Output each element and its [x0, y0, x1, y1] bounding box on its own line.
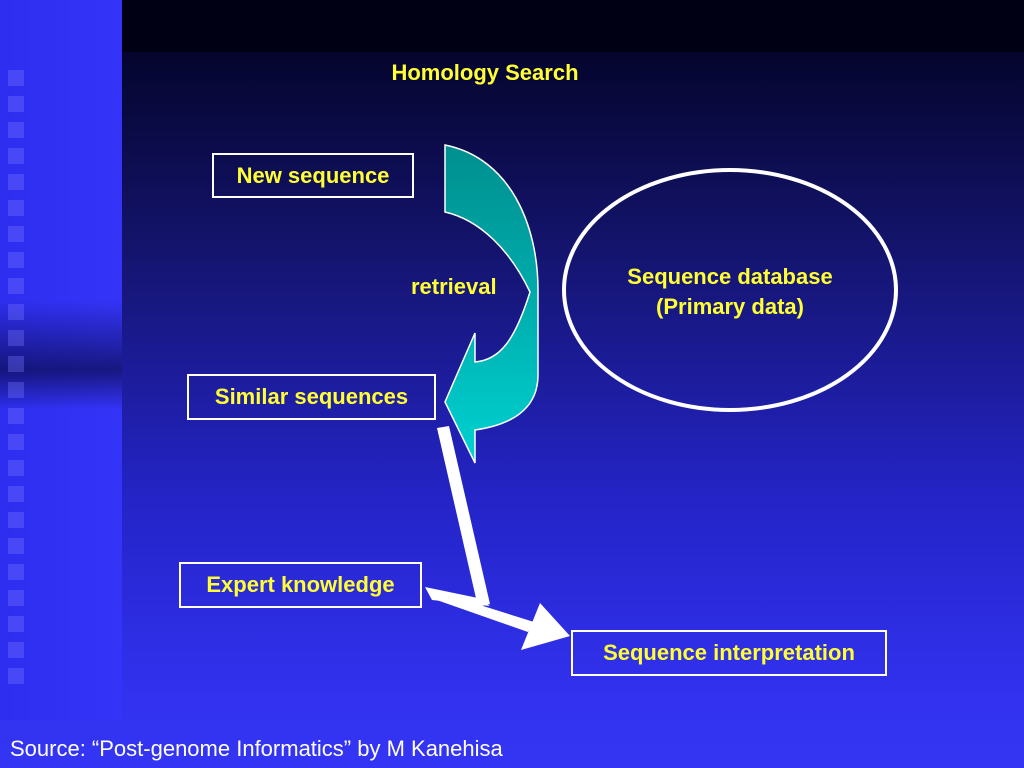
flow-connector-down [437, 426, 490, 607]
flow-joint [425, 587, 490, 606]
database-label-line2: (Primary data) [656, 294, 804, 319]
top-dark-bar [122, 0, 1024, 52]
new-sequence-box: New sequence [212, 153, 414, 198]
retrieval-label: retrieval [411, 274, 497, 299]
decorative-sidebar [0, 0, 122, 720]
sidebar-shadow-band [0, 0, 122, 410]
similar-sequences-box: Similar sequences [187, 374, 436, 420]
decorative-squares [8, 70, 26, 694]
database-ellipse [562, 168, 898, 412]
database-label: Sequence database (Primary data) [565, 262, 895, 322]
flow-arrowhead [521, 603, 570, 650]
sequence-interpretation-box: Sequence interpretation [571, 630, 887, 676]
expert-knowledge-box: Expert knowledge [179, 562, 422, 608]
retrieval-arrow [444, 144, 539, 464]
database-label-line1: Sequence database [627, 264, 833, 289]
slide-title: Homology Search [391, 60, 579, 85]
source-citation: Source: “Post-genome Informatics” by M K… [10, 736, 503, 761]
